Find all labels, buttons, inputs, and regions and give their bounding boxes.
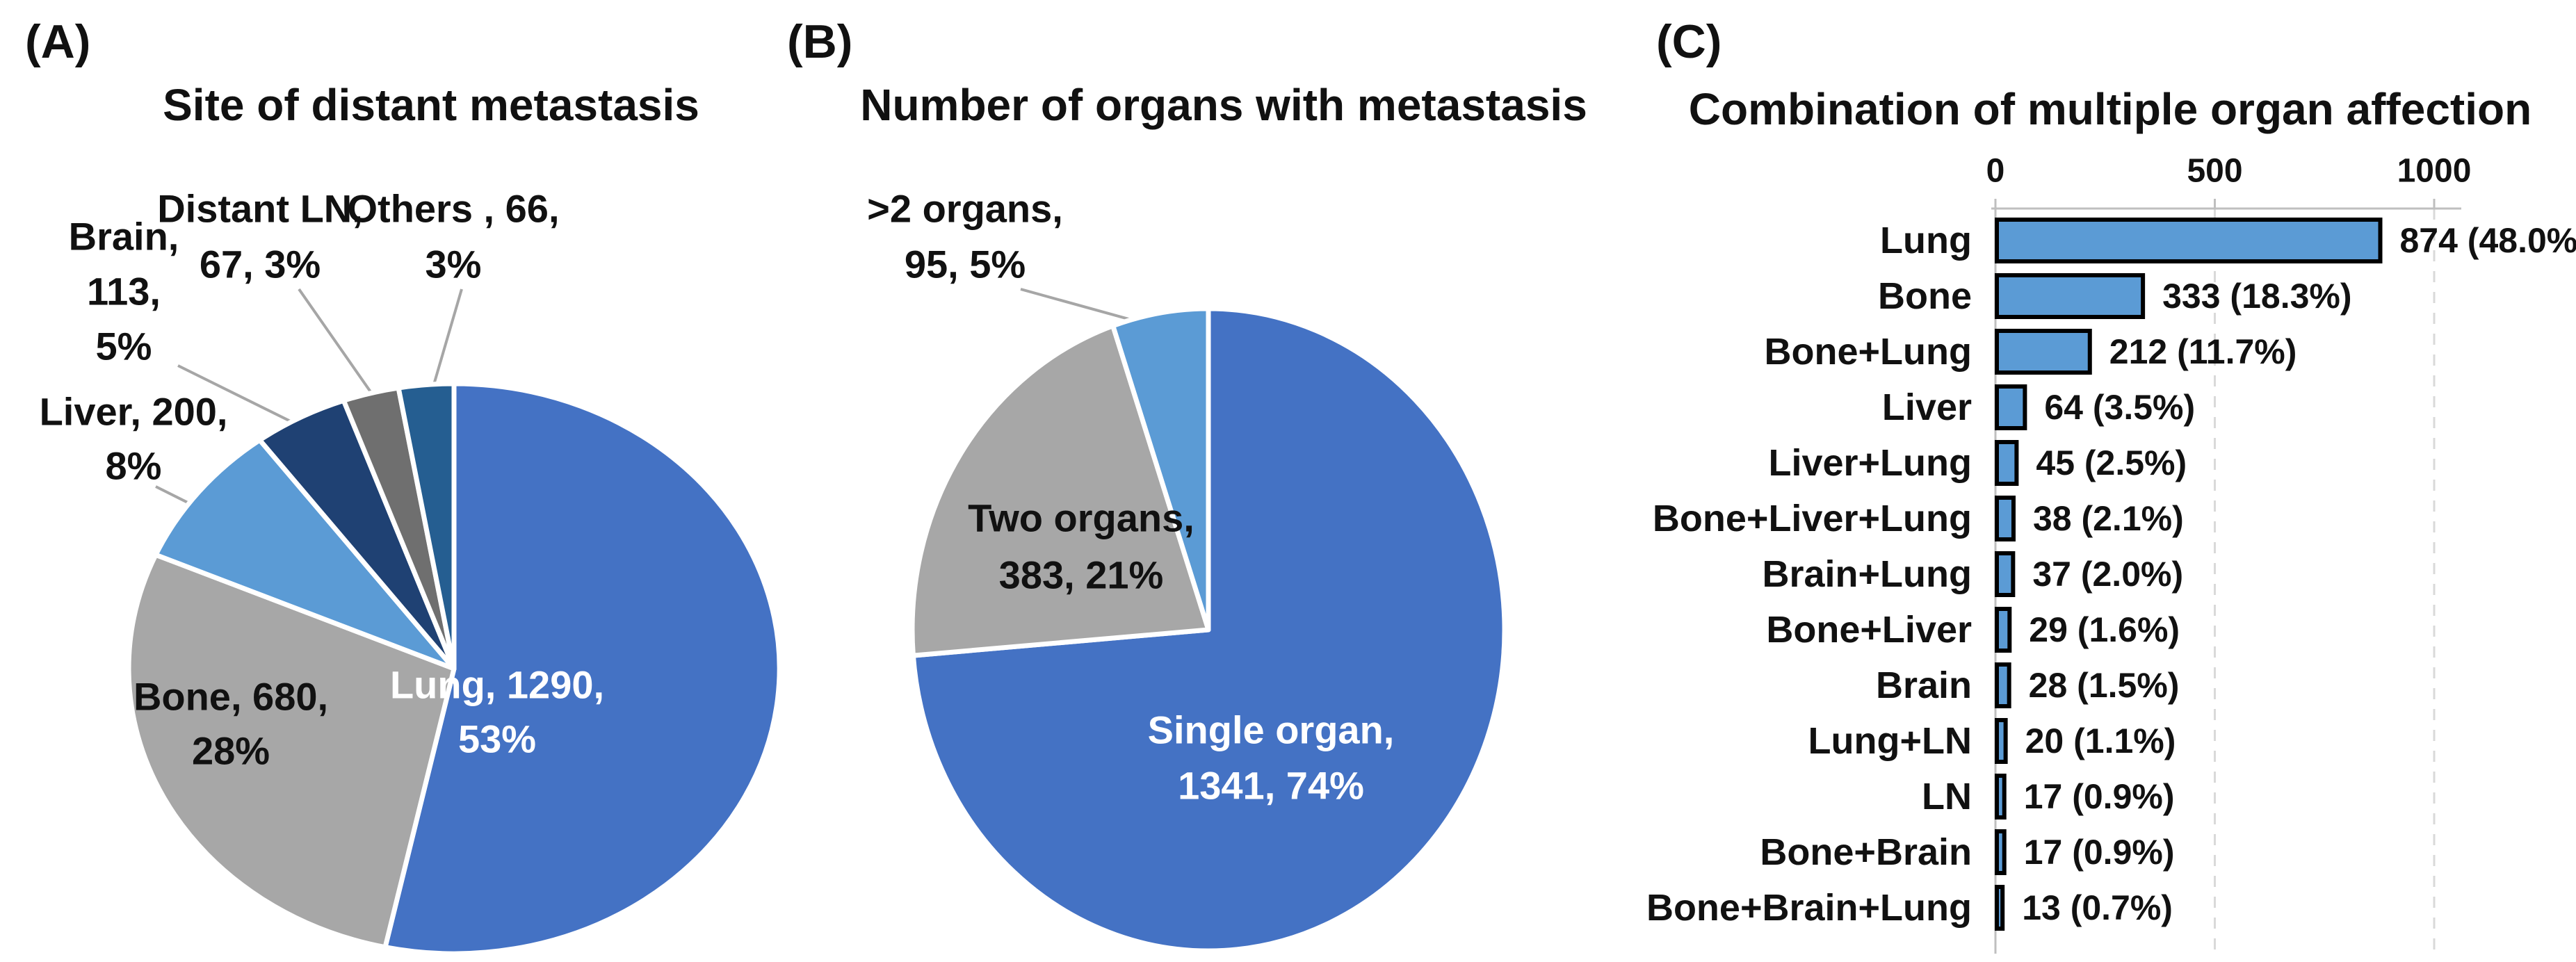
panel-b-title: Number of organs with metastasis (860, 80, 1587, 130)
bar-brain[interactable] (1995, 662, 2011, 708)
bar-bone[interactable] (1995, 273, 2146, 319)
pie-a-label-lung: Lung, 1290,53% (390, 663, 604, 761)
panel-a-title: Site of distant metastasis (163, 80, 699, 130)
bar-liver[interactable] (1995, 384, 2027, 430)
bar-value-label-bone-brain-lung: 13 (0.7%) (2022, 888, 2173, 927)
bar-value-label-ln: 17 (0.9%) (2024, 777, 2175, 816)
pie-a-slice-bone[interactable] (126, 552, 457, 950)
bar-ln[interactable] (1995, 774, 2007, 820)
bar-category-label-brain: Brain (1876, 665, 1972, 706)
pie-a-label-distant-ln: Distant LN,67, 3% (157, 187, 363, 286)
bar-category-label-bone-brain: Bone+Brain (1760, 831, 1972, 873)
bar-lung[interactable] (1995, 218, 2383, 263)
panel-b-tag: (B) (787, 15, 853, 68)
bar-value-label-brain: 28 (1.5%) (2029, 666, 2180, 705)
bar-value-label-lung-ln: 20 (1.1%) (2025, 722, 2176, 760)
pie-a-label-brain: Brain,113,5% (69, 215, 179, 368)
pie-a-label-others: Others , 66,3% (347, 187, 559, 286)
pie-b-slice-two-organs[interactable] (909, 323, 1211, 658)
pie-b-label-single-organ: Single organ,1341, 74% (1148, 708, 1395, 808)
pie-b-label-2-organs: >2 organs,95, 5% (867, 187, 1063, 286)
bar-category-label-brain-lung: Brain+Lung (1762, 553, 1972, 595)
leader-line-others (431, 288, 463, 390)
bar-category-label-bone-liver-lung: Bone+Liver+Lung (1653, 498, 1972, 539)
bar-value-label-liver: 64 (3.5%) (2044, 388, 2195, 427)
bar-lung-ln[interactable] (1995, 718, 2008, 764)
pie-a-label-liver: Liver, 200,8% (40, 390, 228, 488)
pie-b-slice-2-organs[interactable] (1110, 306, 1211, 633)
bar-category-label-ln: LN (1922, 776, 1972, 817)
bar-category-label-bone-lung: Bone+Lung (1765, 331, 1972, 373)
bar-bone-liver[interactable] (1995, 607, 2012, 653)
bar-category-label-bone: Bone (1878, 275, 1972, 317)
bar-brain-lung[interactable] (1995, 551, 2016, 597)
pie-a-slice-lung[interactable] (382, 381, 782, 956)
pie-a-slice-others[interactable] (396, 381, 457, 671)
bar-bone-liver-lung[interactable] (1995, 496, 2016, 541)
bar-value-label-bone-brain: 17 (0.9%) (2024, 833, 2175, 872)
panel-c-tag: (C) (1656, 15, 1722, 68)
pie-a-slice-liver[interactable] (153, 437, 457, 671)
x-tick-label-500: 500 (2187, 153, 2242, 190)
panel-a-tag: (A) (25, 15, 91, 68)
bar-value-label-bone-liver-lung: 38 (2.1%) (2033, 499, 2184, 538)
x-tick-label-1000: 1000 (2397, 153, 2472, 190)
bar-value-label-bone-liver: 29 (1.6%) (2029, 610, 2180, 649)
bar-bone-brain-lung[interactable] (1995, 885, 2005, 931)
bar-value-label-bone-lung: 212 (11.7%) (2109, 332, 2297, 371)
bar-liver-lung[interactable] (1995, 440, 2019, 486)
panel-c-title: Combination of multiple organ affection (1688, 84, 2532, 134)
bar-value-label-lung: 874 (48.0%) (2399, 221, 2576, 260)
bar-category-label-liver-lung: Liver+Lung (1768, 442, 1972, 484)
bar-value-label-brain-lung: 37 (2.0%) (2032, 555, 2183, 594)
leader-line-distant-ln (298, 288, 379, 403)
bar-bone-lung[interactable] (1995, 329, 2092, 375)
bar-category-label-lung: Lung (1880, 220, 1972, 261)
bar-category-label-bone-liver: Bone+Liver (1766, 609, 1972, 651)
bar-value-label-bone: 333 (18.3%) (2162, 277, 2351, 316)
bar-value-label-liver-lung: 45 (2.5%) (2036, 443, 2187, 482)
x-tick-label-0: 0 (1986, 153, 2005, 190)
bar-category-label-lung-ln: Lung+LN (1808, 720, 1972, 762)
bar-bone-brain[interactable] (1995, 829, 2007, 875)
pie-a-label-bone: Bone, 680,28% (133, 675, 328, 773)
bar-category-label-bone-brain-lung: Bone+Brain+Lung (1646, 887, 1972, 929)
pie-b-label-two-organs: Two organs,383, 21% (968, 496, 1194, 597)
bar-category-label-liver: Liver (1882, 386, 1972, 428)
